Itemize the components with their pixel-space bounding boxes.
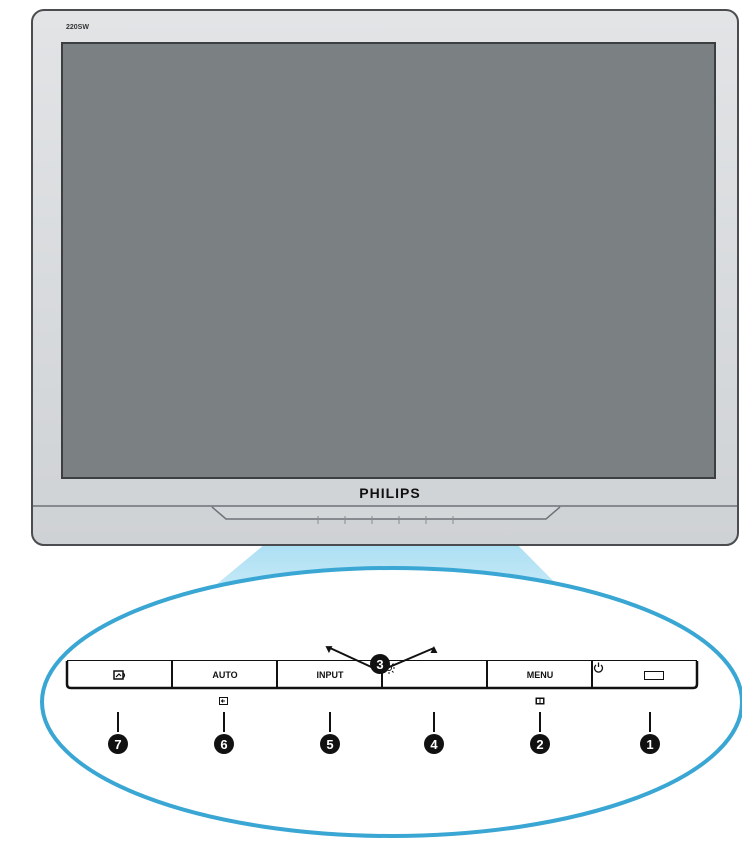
callout-5: 5 [320,734,340,754]
input-button[interactable]: INPUT [278,662,382,688]
menu-button-label: MENU [526,670,554,680]
button-bar [65,660,699,690]
auto-button-label: AUTO [212,670,238,680]
callout-3-label: 3 [376,656,384,672]
brightness-icon [383,662,441,681]
callout-6: 6 [214,734,234,754]
power-led-indicator [643,670,664,680]
smartimage-button[interactable] [68,662,172,688]
callout-2: 2 [530,734,550,754]
callout-4: 4 [424,734,444,754]
menu-button[interactable]: MENU [488,662,592,688]
button-strip-panel [211,506,561,520]
back-icon [219,697,228,705]
power-button[interactable] [593,662,697,688]
callout-5-label: 5 [326,736,334,752]
leader-lines [117,712,651,732]
callout-7: 7 [108,734,128,754]
power-icon [593,662,638,681]
screen [61,42,716,479]
brand-logo: PHILIPS [359,485,421,501]
callout-1-label: 1 [646,736,654,752]
auto-button[interactable]: AUTO [173,662,277,688]
callout-2-label: 2 [536,736,544,752]
callout-7-label: 7 [114,736,122,752]
model-label: 220SW [66,24,89,31]
brightness-button[interactable] [383,662,487,688]
input-button-label: INPUT [316,670,344,680]
arrow-up-icon: ▲ [428,642,440,656]
smartimage-icon [113,670,127,680]
callout-1: 1 [640,734,660,754]
arrow-down-icon: ▼ [323,642,335,656]
panel-button-marks [317,516,454,524]
ok-icon [535,697,545,705]
callout-3: 3 [370,654,390,674]
callout-6-label: 6 [220,736,228,752]
callout-ellipse [40,566,742,838]
callout-4-label: 4 [430,736,438,752]
